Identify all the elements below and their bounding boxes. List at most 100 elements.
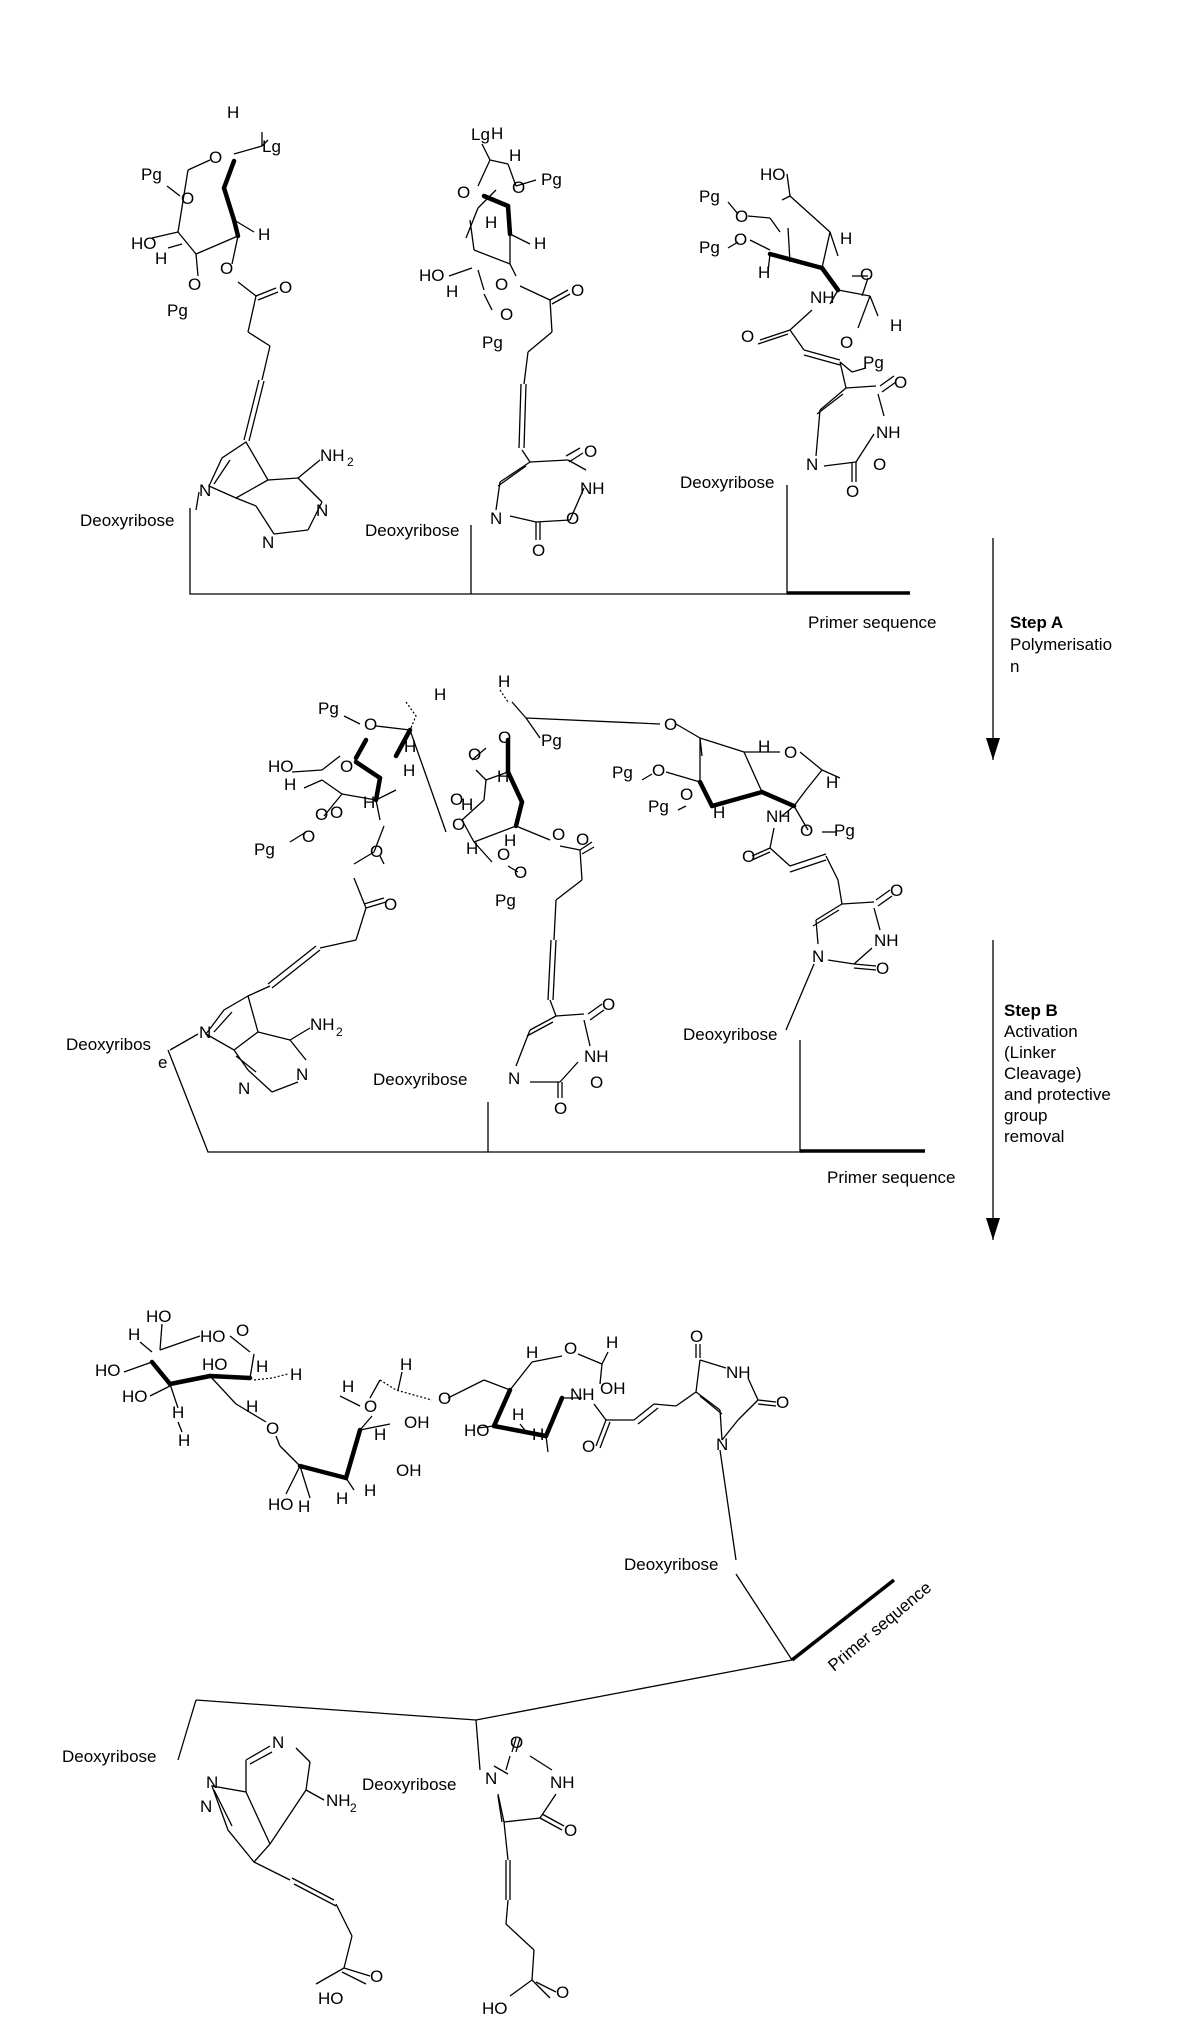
deprotected-oligosaccharide: HO H HO O HO HO H H HO H H H H H O OH O …	[95, 1307, 676, 1516]
deoxyribose-label: Deoxyribose	[80, 511, 175, 530]
atom-o: O	[584, 442, 597, 461]
step-b-desc: (Linker	[1004, 1043, 1056, 1062]
atom-nh: NH	[876, 423, 901, 442]
uracil-panel-3-bottom: N O NH O O HO	[482, 1733, 577, 2018]
atom-h: H	[840, 229, 852, 248]
atom-pg: Pg	[863, 353, 884, 372]
atom-o: O	[532, 541, 545, 560]
atom-nh: NH	[584, 1047, 609, 1066]
atom-lg: Lg	[471, 125, 490, 144]
deoxyribose-label: Deoxyribose	[624, 1555, 719, 1574]
primer-sequence-label-1: Primer sequence	[808, 613, 937, 632]
uracil-middle-panel-2: O NH N O O	[508, 995, 615, 1118]
atom-o: O	[302, 827, 315, 846]
atom-pg: Pg	[699, 238, 720, 257]
panel-polymerised-intermediate: Primer sequence Pg O H H Pg O HO O H H O…	[66, 672, 956, 1187]
atom-h: H	[284, 775, 296, 794]
atom-nh2: NH	[326, 1791, 351, 1810]
deoxyribose-label: Deoxyribose	[362, 1775, 457, 1794]
monomer-deoxyuridine: Lg H H O Pg O H H HO H O	[419, 124, 605, 560]
atom-n: N	[262, 533, 274, 552]
atom-h: H	[606, 1333, 618, 1352]
atom-o: O	[452, 815, 465, 834]
atom-oh: OH	[600, 1379, 626, 1398]
atom-o: O	[188, 275, 201, 294]
deoxyribose-label: Deoxyribose	[365, 521, 460, 540]
step-b-desc: and protective	[1004, 1085, 1111, 1104]
atom-n: N	[806, 455, 818, 474]
atom-ho: HO	[122, 1387, 148, 1406]
deoxyribose-label: Deoxyribose	[62, 1747, 157, 1766]
atom-o: O	[510, 1733, 523, 1752]
atom-h: H	[485, 213, 497, 232]
atom-h: H	[364, 1481, 376, 1500]
atom-o: O	[680, 785, 693, 804]
atom-ho: HO	[464, 1421, 490, 1440]
atom-o: O	[514, 863, 527, 882]
backbone-panel-1	[190, 485, 910, 594]
oligosaccharide-chain: Pg O H H Pg O HO O H H O H H O H H O O P…	[254, 672, 855, 1000]
atom-oh: OH	[404, 1413, 430, 1432]
atom-h: H	[446, 282, 458, 301]
step-a: Step A Polymerisatio n	[993, 538, 1112, 760]
atom-pg: Pg	[318, 699, 339, 718]
atom-n: N	[200, 1797, 212, 1816]
panel-starting-materials: Primer sequence H Lg Pg O O HO	[80, 103, 937, 632]
atom-o: O	[364, 1397, 377, 1416]
atom-ho: HO	[95, 1361, 121, 1380]
atom-ho: HO	[419, 266, 445, 285]
atom-o: O	[873, 455, 886, 474]
atom-h: H	[400, 1355, 412, 1374]
step-b: Step B Activation (Linker Cleavage) and …	[993, 940, 1111, 1240]
step-a-desc: n	[1010, 657, 1019, 676]
atom-h: H	[509, 146, 521, 165]
deoxyribose-label: Deoxyribose	[680, 473, 775, 492]
atom-o: O	[556, 1983, 569, 2002]
atom-pg: Pg	[495, 891, 516, 910]
atom-lg: Lg	[262, 137, 281, 156]
deoxyribose-label: Deoxyribos	[66, 1035, 151, 1054]
step-a-desc: Polymerisatio	[1010, 635, 1112, 654]
primer-sequence-label-2: Primer sequence	[827, 1168, 956, 1187]
atom-o: O	[384, 895, 397, 914]
atom-ho: HO	[202, 1355, 228, 1374]
atom-h: H	[342, 1377, 354, 1396]
atom-h: H	[466, 839, 478, 858]
atom-h: H	[526, 1343, 538, 1362]
backbone-panel-3	[178, 1574, 894, 1770]
atom-h: H	[178, 1431, 190, 1450]
atom-nh: NH	[810, 288, 835, 307]
atom-o: O	[590, 1073, 603, 1092]
atom-n: N	[316, 501, 328, 520]
atom-h: H	[374, 1425, 386, 1444]
atom-o: O	[500, 305, 513, 324]
atom-h: H	[434, 685, 446, 704]
uracil-right-panel-2: O NH N O	[786, 880, 903, 1030]
atom-o: O	[652, 761, 665, 780]
deazaadenine-panel-2: O N N N NH 2	[170, 878, 397, 1098]
atom-o: O	[894, 373, 907, 392]
atom-h: H	[363, 793, 375, 812]
deoxyribose-label: Deoxyribose	[683, 1025, 778, 1044]
atom-pg: Pg	[699, 187, 720, 206]
atom-o: O	[209, 148, 222, 167]
atom-n: N	[716, 1435, 728, 1454]
deoxyribose-label: Deoxyribose	[373, 1070, 468, 1089]
atom-o: O	[340, 757, 353, 776]
atom-o: O	[776, 1393, 789, 1412]
atom-ho: HO	[146, 1307, 172, 1326]
atom-o: O	[840, 333, 853, 352]
atom-o: O	[742, 847, 755, 866]
atom-o: O	[800, 821, 813, 840]
atom-n: N	[272, 1733, 284, 1752]
atom-n: N	[508, 1069, 520, 1088]
atom-o: O	[450, 790, 463, 809]
atom-o: O	[266, 1419, 279, 1438]
atom-nh2: NH	[320, 446, 345, 465]
atom-o: O	[602, 995, 615, 1014]
atom-h: H	[403, 761, 415, 780]
step-b-desc: Activation	[1004, 1022, 1078, 1041]
atom-ho: HO	[760, 165, 786, 184]
atom-o: O	[890, 881, 903, 900]
atom-h: H	[298, 1497, 310, 1516]
